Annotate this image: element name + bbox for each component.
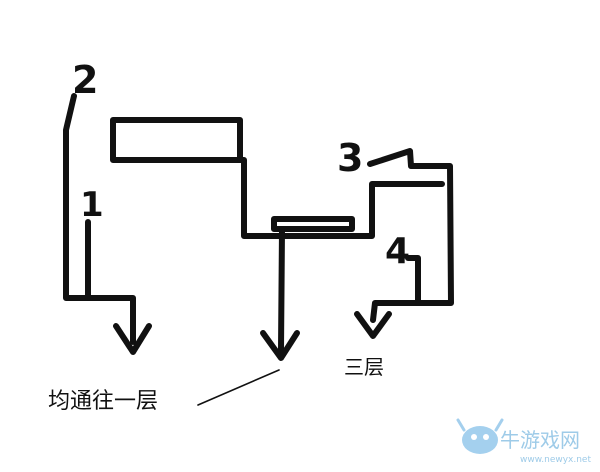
- watermark-name: 牛游戏网: [500, 428, 580, 452]
- label-4: 4: [385, 231, 410, 272]
- middle-descent: [278, 226, 285, 353]
- arrow-left-head: [113, 323, 152, 355]
- route-2-path: [63, 93, 136, 345]
- route-3-path: [367, 148, 454, 323]
- watermark-url: www.newyx.net: [520, 455, 591, 465]
- arrow-middle-head: [260, 330, 300, 361]
- caption-third-floor: 三层: [344, 355, 384, 379]
- label-2: 2: [72, 58, 98, 102]
- connector-left: [237, 157, 277, 239]
- middle-platform: [271, 216, 355, 232]
- caption-first-floor: 均通往一层: [48, 389, 158, 414]
- watermark-mascot-icon: [456, 418, 504, 454]
- enclosure-inner: [351, 181, 445, 239]
- label-1: 1: [80, 185, 104, 225]
- caption-leader-line: [197, 369, 280, 406]
- arrow-right-head: [354, 311, 392, 339]
- label-3: 3: [337, 136, 363, 180]
- block-left: [110, 117, 243, 163]
- route-4-path: [405, 255, 421, 306]
